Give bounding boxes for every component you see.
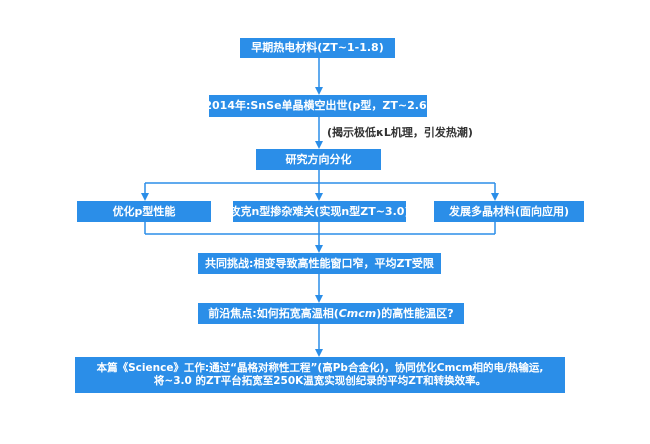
science-line-2: 将~3.0 的ZT平台拓宽至250K温宽实现创纪录的平均ZT和转换效率。 <box>153 375 487 387</box>
frontier-suffix: )的高性能温区? <box>376 306 454 320</box>
node-optimize-p-type: 优化p型性能 <box>77 201 211 222</box>
node-common-challenge-label: 共同挑战:相变导致高性能窗口窄，平均ZT受限 <box>205 256 434 270</box>
node-polycrystalline-label: 发展多晶材料(面向应用) <box>448 204 570 218</box>
node-optimize-p-type-label: 优化p型性能 <box>112 204 176 218</box>
frontier-prefix: 前沿焦点:如何拓宽高温相( <box>208 306 339 320</box>
node-snse-breakthrough-label: 2014年:SnSe单晶横空出世(p型，ZT~2.6) <box>204 99 432 112</box>
node-n-type-doping: 攻克n型掺杂难关(实现n型ZT~3.0) <box>230 201 409 222</box>
node-early-materials-label: 早期热电材料(ZT~1-1.8) <box>251 41 384 54</box>
node-polycrystalline: 发展多晶材料(面向应用) <box>434 201 584 222</box>
node-frontier-focus: 前沿焦点:如何拓宽高温相(Cmcm)的高性能温区? <box>198 303 464 324</box>
node-early-materials: 早期热电材料(ZT~1-1.8) <box>240 38 395 58</box>
node-common-challenge: 共同挑战:相变导致高性能窗口窄，平均ZT受限 <box>198 253 441 274</box>
node-research-divergence-label: 研究方向分化 <box>285 152 352 166</box>
node-research-divergence: 研究方向分化 <box>256 149 381 170</box>
node-frontier-focus-label: 前沿焦点:如何拓宽高温相(Cmcm)的高性能温区? <box>208 307 453 321</box>
frontier-phase: Cmcm <box>338 306 377 320</box>
node-snse-breakthrough: 2014年:SnSe单晶横空出世(p型，ZT~2.6) <box>204 95 432 117</box>
node-n-type-doping-label: 攻克n型掺杂难关(实现n型ZT~3.0) <box>229 204 410 218</box>
science-line-1: 本篇《Science》工作:通过“晶格对称性工程”(高Pb合金化)，协同优化Cm… <box>96 362 544 374</box>
node-science-work: 本篇《Science》工作:通过“晶格对称性工程”(高Pb合金化)，协同优化Cm… <box>75 357 565 393</box>
breakthrough-note: (揭示极低κL机理，引发热潮) <box>327 126 473 139</box>
